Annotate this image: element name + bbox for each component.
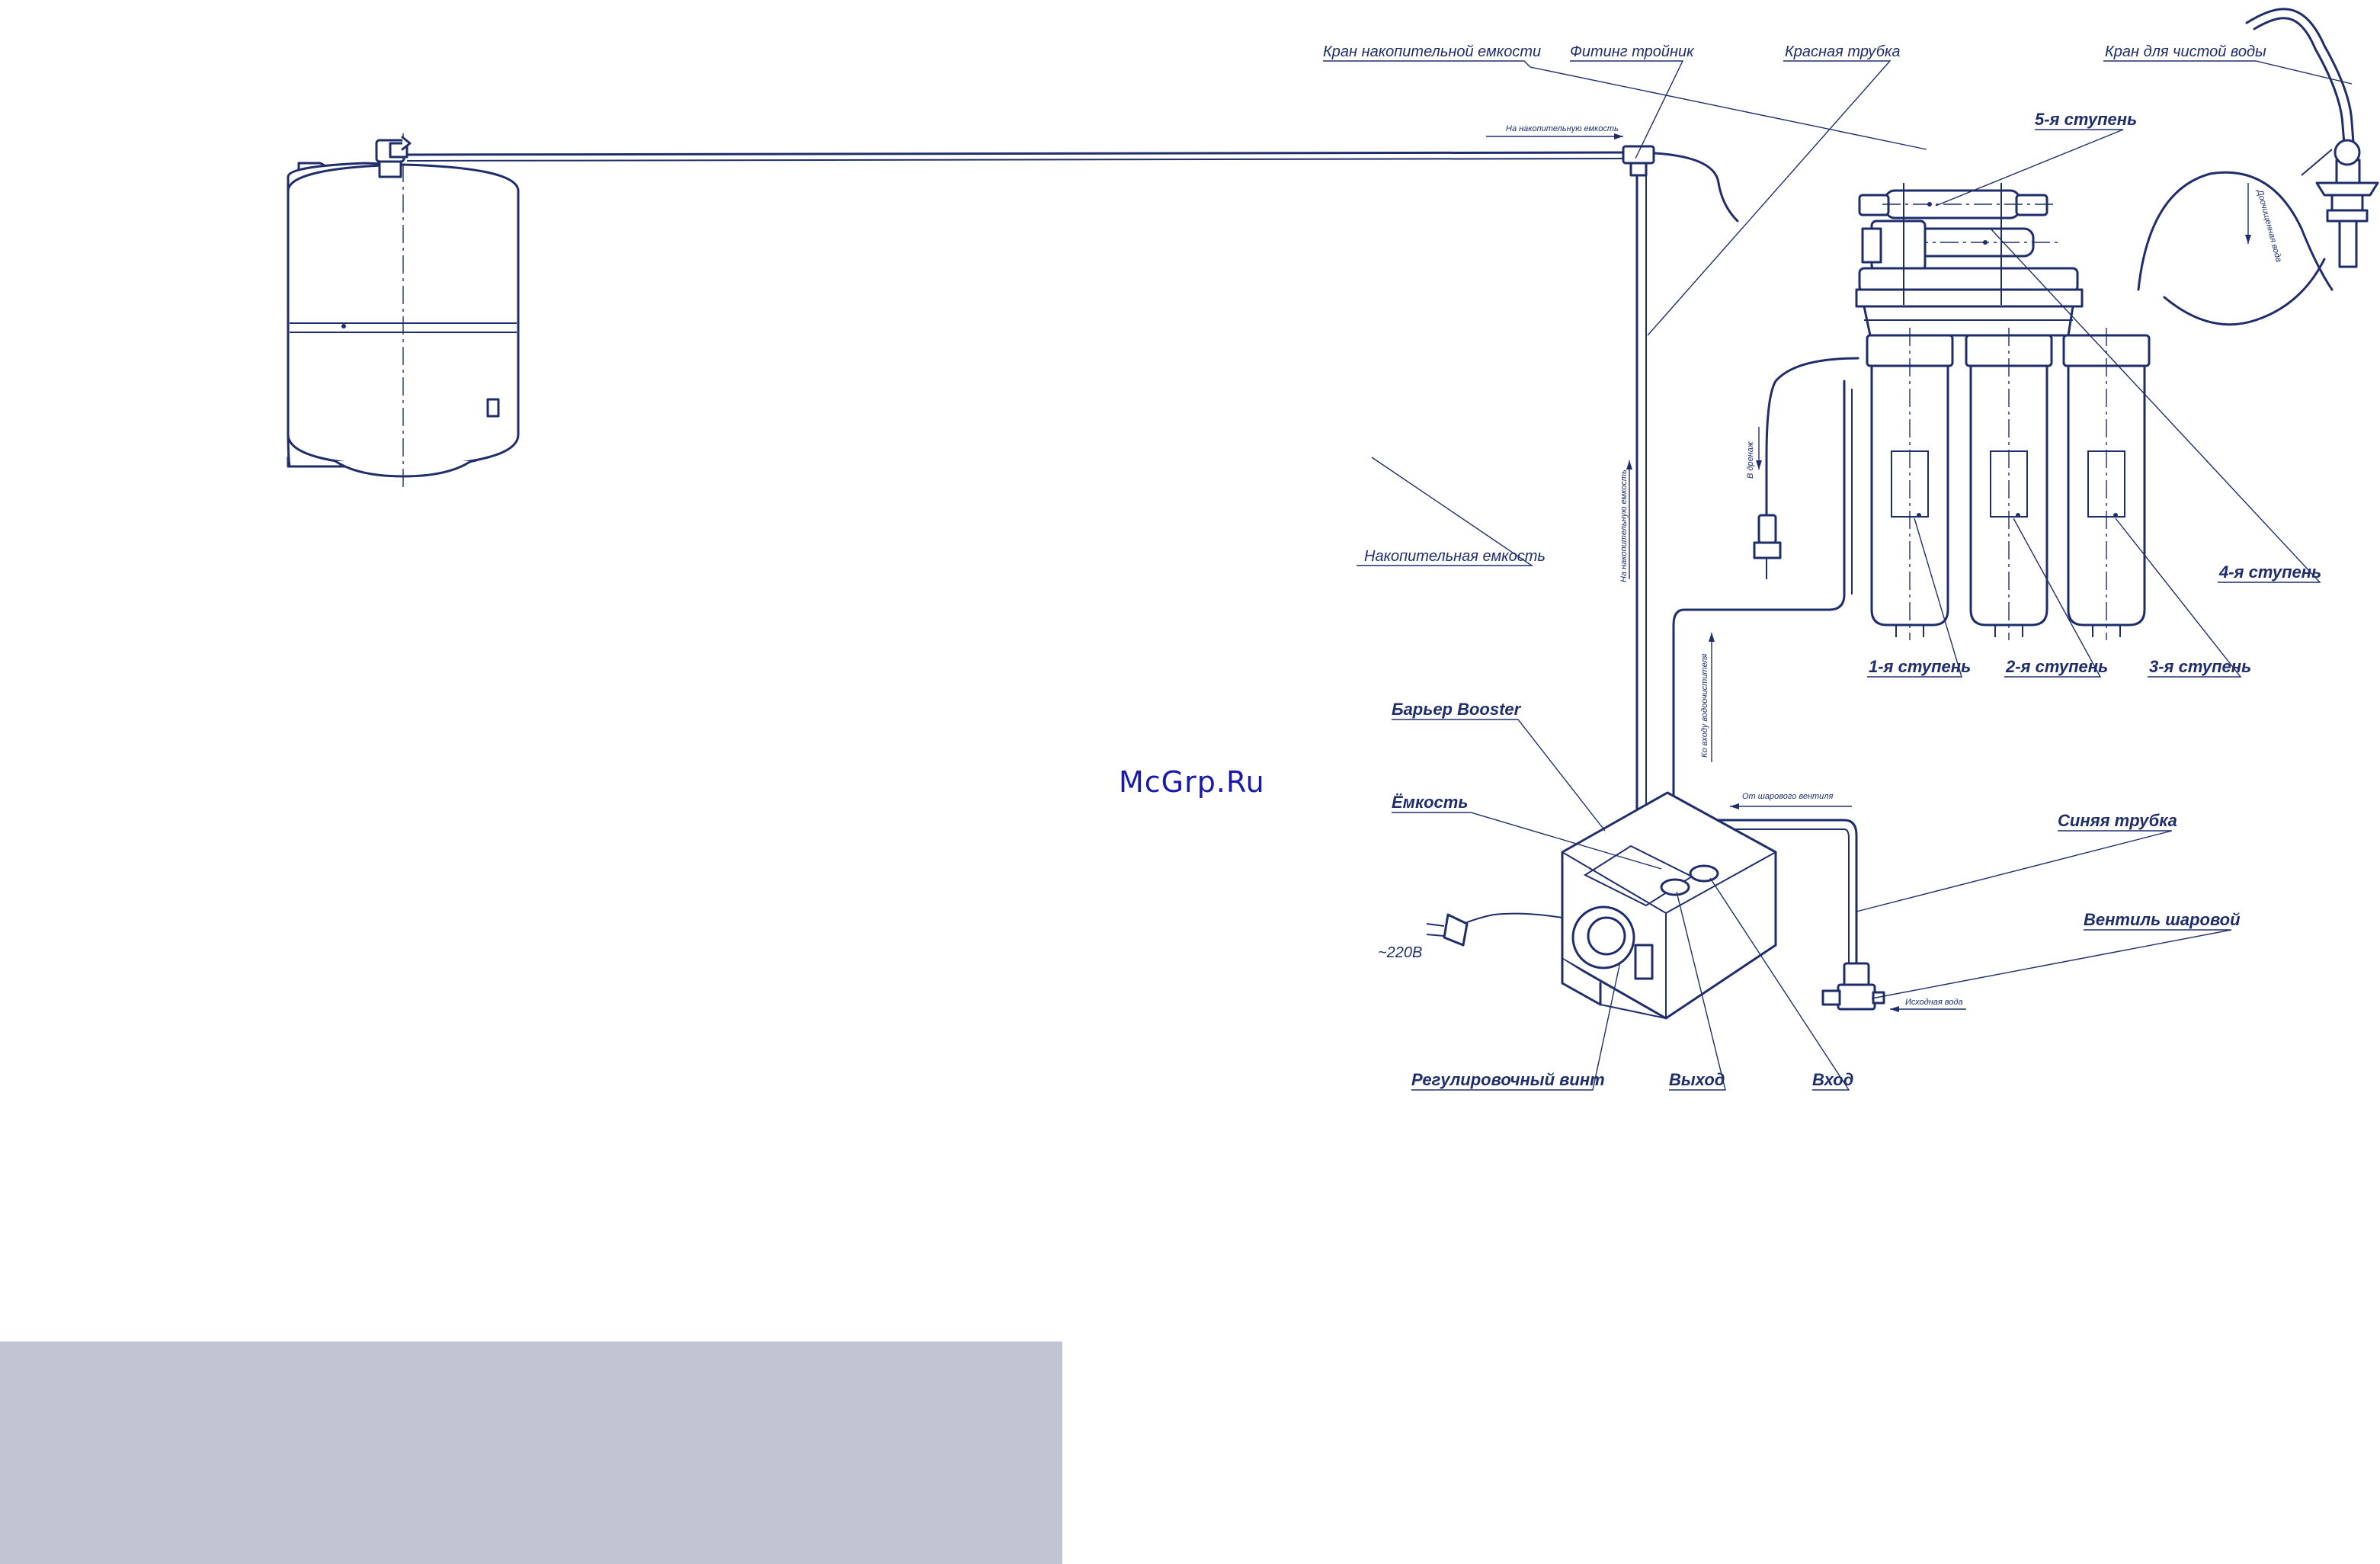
tubing (405, 151, 2334, 969)
label-tank-valve: Кран накопительной емкости (1323, 43, 1541, 60)
note-to-tank: На накопительную емкость (1506, 124, 1619, 133)
label-power: ~220В (1378, 944, 1422, 961)
note-to-tank-vertical: На накопительную емкость (1619, 470, 1629, 582)
label-stage2: 2-я ступень (2005, 657, 2108, 676)
ball-valve (1821, 962, 1885, 1011)
clean-water-faucet (2245, 8, 2379, 268)
label-red-tube: Красная трубка (1785, 43, 1901, 60)
label-blue-tube: Синяя трубка (2058, 811, 2177, 830)
booster-unit (1561, 791, 1777, 1020)
power-plug (1426, 912, 1563, 947)
label-stage3: 3-я ступень (2149, 657, 2251, 676)
stage1-cartridge (1866, 328, 1954, 640)
flow-arrows (1486, 133, 2251, 1012)
label-container: Ёмкость (1392, 793, 1468, 812)
storage-tank (287, 133, 520, 488)
label-barrier-booster: Барьер Booster (1392, 700, 1522, 719)
label-outlet: Выход (1669, 1070, 1725, 1089)
note-from-ball-valve: От шарового вентиля (1742, 792, 1834, 801)
stage3-cartridge (2062, 328, 2151, 640)
leader-lines (1323, 60, 2353, 1091)
stage2-cartridge (1965, 328, 2053, 640)
note-to-inlet: Ко входу водоочистителя (1700, 653, 1709, 758)
label-storage-tank: Накопительная емкость (1364, 548, 1546, 565)
tee-fitting (1622, 145, 1655, 177)
label-inlet: Вход (1812, 1070, 1853, 1089)
filter-unit (1855, 183, 2151, 640)
drain-restrictor (1753, 514, 1782, 579)
label-clean-water-tap: Кран для чистой воды (2105, 43, 2266, 60)
label-stage4: 4-я ступень (2218, 562, 2321, 582)
note-to-faucet: Доочищенная вода (2255, 187, 2283, 263)
note-source-water: Исходная вода (1905, 998, 1963, 1007)
note-to-drain: В дренаж (1746, 441, 1755, 479)
watermark: McGrp.Ru (1119, 765, 1265, 799)
label-tee-fitting: Фитинг тройник (1570, 43, 1695, 60)
label-adjust-screw: Регулировочный винт (1411, 1070, 1605, 1089)
label-stage5: 5-я ступень (2035, 110, 2137, 129)
callout-labels: Кран накопительной емкости Фитинг тройни… (1323, 43, 2321, 1089)
gray-footer-panel (0, 1341, 1062, 1564)
label-stage1: 1-я ступень (1869, 657, 1971, 676)
label-ball-valve: Вентиль шаровой (2084, 910, 2241, 929)
